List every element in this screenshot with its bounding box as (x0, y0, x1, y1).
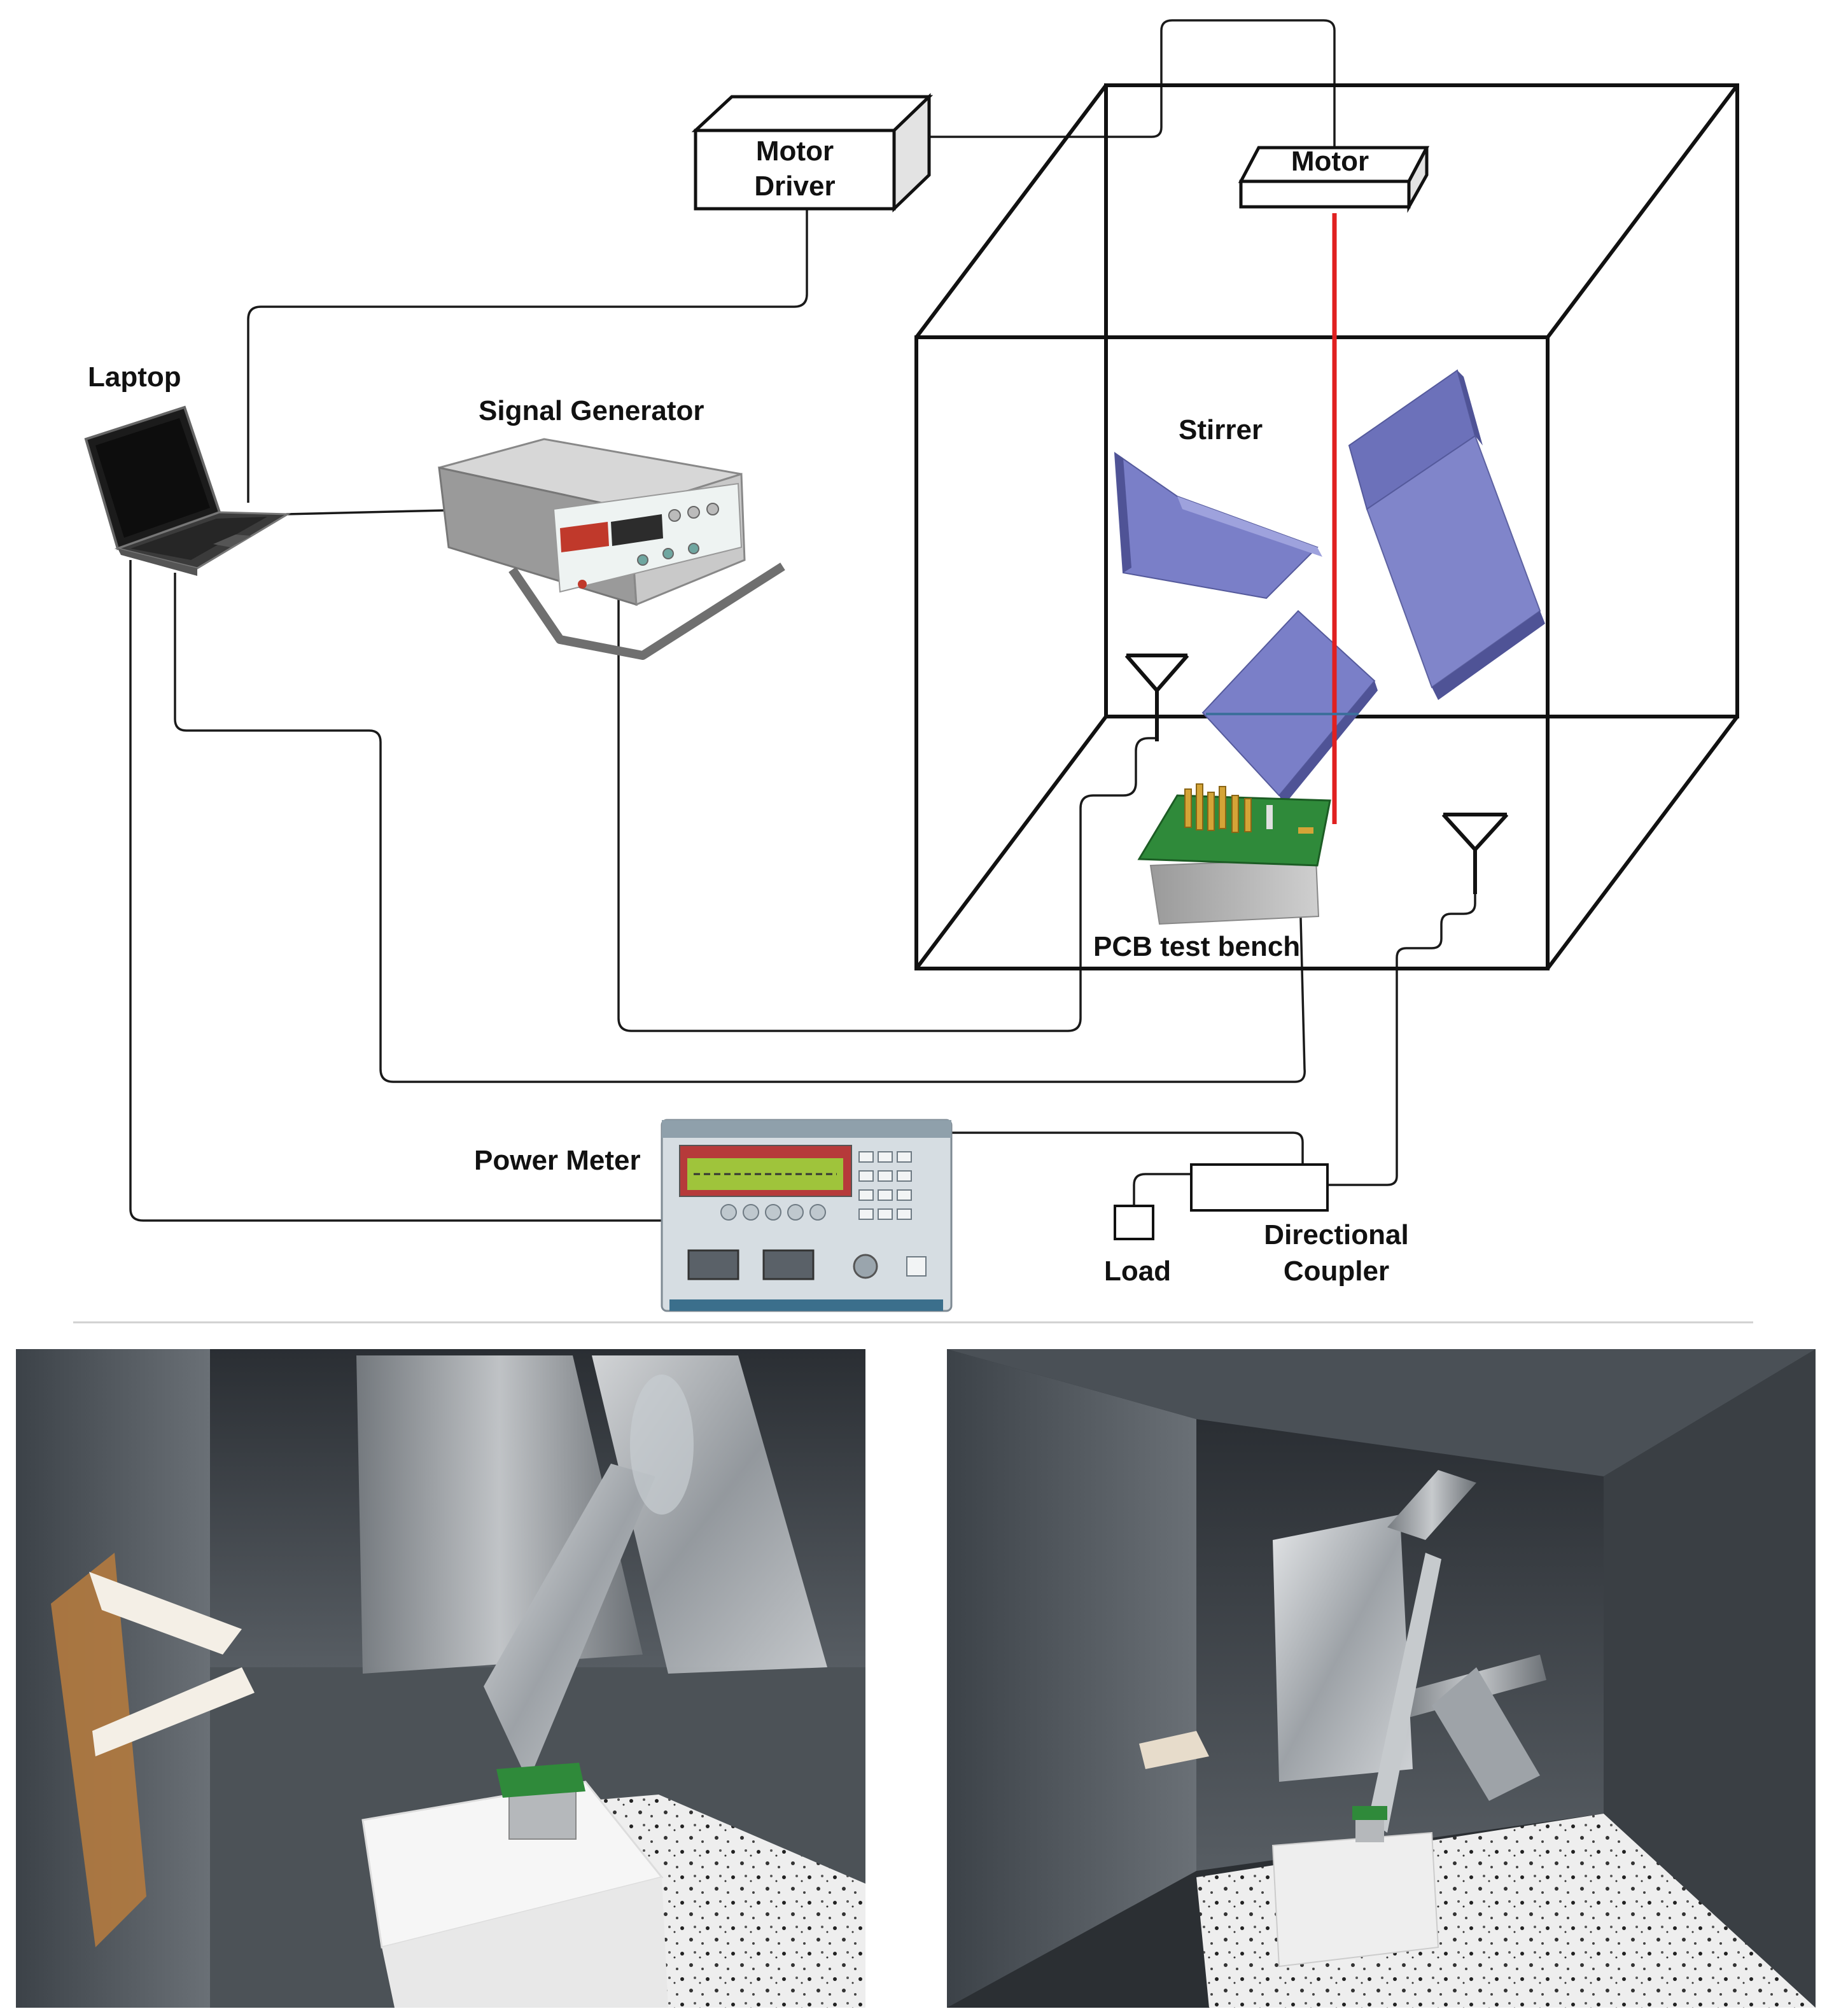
laptop-label: Laptop (88, 361, 181, 393)
load-icon (1114, 1205, 1154, 1240)
wire-signal-generator-to-tx-antenna (617, 580, 1157, 1032)
chamber-photo-left (16, 1349, 865, 2008)
wire-laptop-to-power-meter (129, 560, 662, 1222)
wire-laptop-to-signal-generator (286, 509, 446, 515)
reverberation-chamber (914, 83, 1739, 970)
motor-driver-label-line2: Driver (754, 171, 835, 202)
wire-laptop-to-pcb-bench (174, 573, 1306, 1083)
wire-driver-to-laptop (247, 210, 808, 503)
stirrer-icon (1114, 213, 1545, 824)
wire-coupler-to-load (1133, 1173, 1191, 1206)
rx-antenna-icon (1441, 813, 1509, 894)
signal-generator-label: Signal Generator (479, 395, 704, 426)
directional-coupler-label-line1: Directional (1264, 1219, 1408, 1250)
wire-driver-to-motor (929, 19, 1336, 167)
wire-power-meter-to-coupler (951, 1131, 1304, 1165)
directional-coupler-label-line2: Coupler (1284, 1256, 1389, 1287)
connection-wires (129, 19, 1476, 1222)
directional-coupler-icon (1190, 1163, 1329, 1212)
power-meter-label: Power Meter (474, 1145, 641, 1176)
wire-rx-antenna-to-coupler (1327, 891, 1476, 1186)
motor-driver-icon (691, 93, 934, 213)
pcb-test-bench-label: PCB test bench (1093, 931, 1300, 962)
pcb-test-bench-icon (1137, 783, 1331, 925)
tx-antenna-icon (1124, 654, 1189, 741)
load-label: Load (1104, 1256, 1171, 1287)
signal-generator-icon (438, 438, 785, 660)
power-meter-icon (661, 1119, 953, 1312)
motor-icon (1238, 146, 1430, 213)
motor-label: Motor (1291, 146, 1369, 177)
chamber-photo-right (947, 1349, 1816, 2008)
laptop-icon (84, 405, 291, 576)
stirrer-label: Stirrer (1179, 414, 1263, 445)
motor-driver-label-line1: Motor (756, 136, 834, 167)
